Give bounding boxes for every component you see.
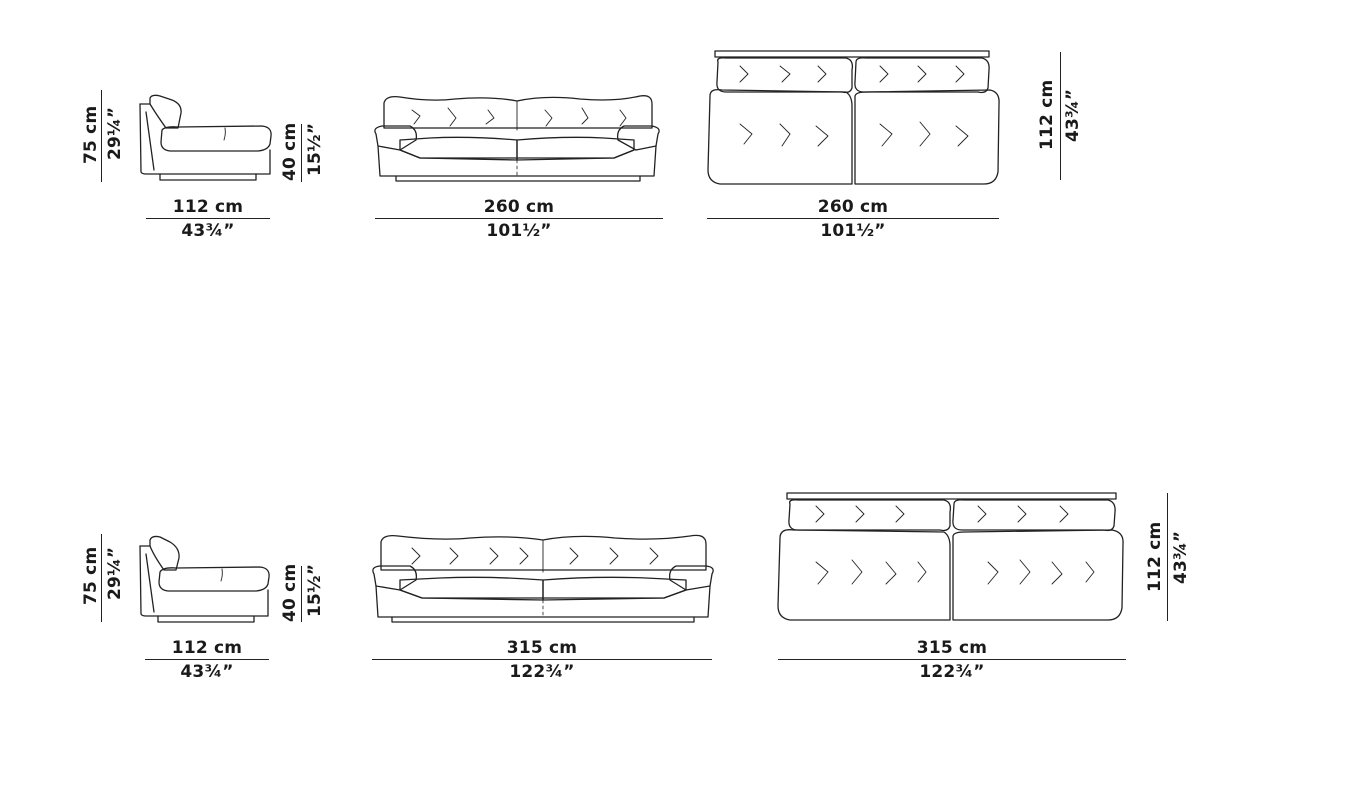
top-width-rule	[778, 659, 1126, 660]
height-rule	[101, 534, 102, 622]
side-depth-in: 43¾”	[180, 662, 234, 682]
side-depth-cm: 112 cm	[172, 197, 244, 217]
top-depth-cm: 112 cm	[1145, 521, 1165, 592]
top-width-cm: 260 cm	[817, 197, 889, 217]
top-depth-in: 43¾”	[1171, 530, 1191, 584]
top-width-in: 101½”	[820, 221, 886, 241]
front-width-cm: 260 cm	[483, 197, 555, 217]
top-width-rule	[707, 218, 999, 219]
top-width-in: 122¾”	[919, 662, 985, 682]
front-width-cm: 315 cm	[506, 638, 578, 658]
top-depth-rule	[1167, 493, 1168, 621]
front-width-in: 101½”	[486, 221, 552, 241]
front-width-rule	[375, 218, 663, 219]
seat-height-rule	[301, 566, 302, 622]
depth-rule	[146, 218, 270, 219]
front-width-in: 122¾”	[509, 662, 575, 682]
height-rule	[101, 90, 102, 182]
side-depth-in: 43¾”	[181, 221, 235, 241]
depth-rule	[145, 659, 269, 660]
seat-height-rule	[301, 124, 302, 182]
front-width-rule	[372, 659, 712, 660]
top-width-cm: 315 cm	[916, 638, 988, 658]
side-depth-cm: 112 cm	[171, 638, 243, 658]
top-depth-rule	[1060, 52, 1061, 180]
